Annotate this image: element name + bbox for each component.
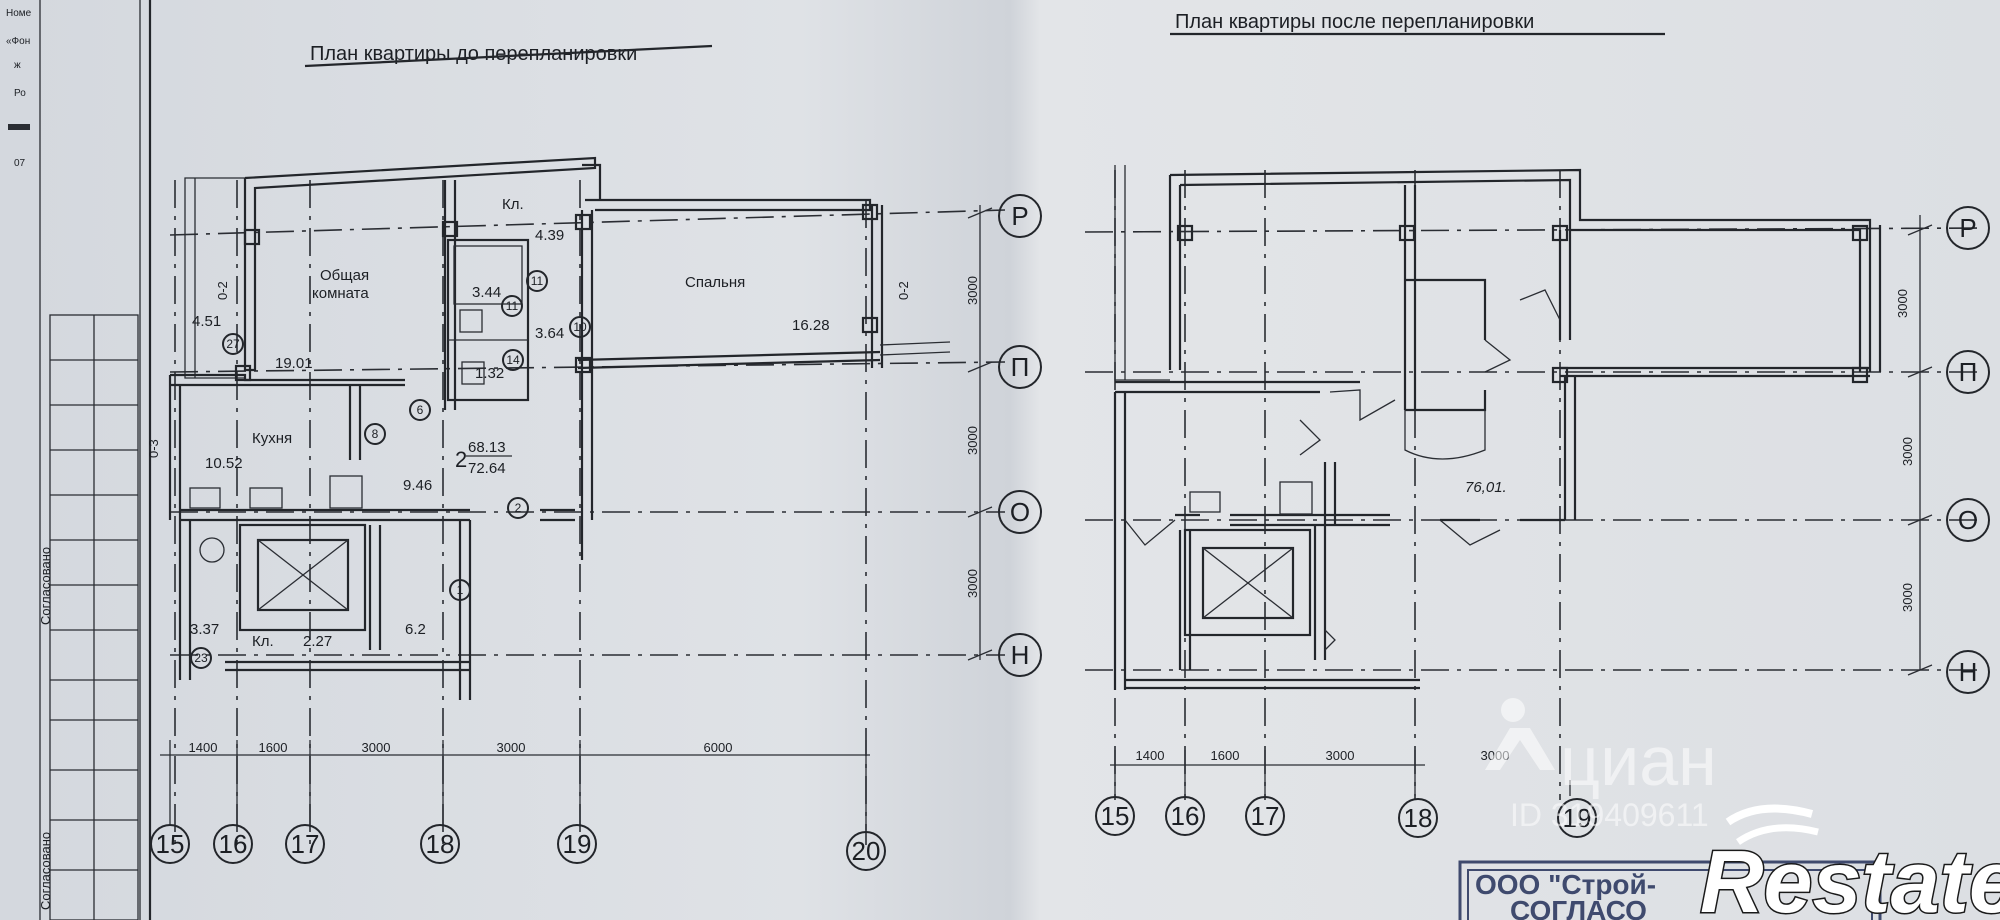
room-pantry-top-area: 4.39 <box>535 227 564 244</box>
room-common-2: комната <box>312 285 369 302</box>
door-mark-6: 6 <box>417 403 424 417</box>
margin-note-5: 07 <box>14 158 26 169</box>
col-axis-15: 15 <box>156 829 185 859</box>
col2-axis-18: 18 <box>1404 803 1433 833</box>
col2-axis-17: 17 <box>1251 801 1280 831</box>
door-mark-11b: 11 <box>506 299 519 313</box>
wall-mark-2: 0-2 <box>896 281 911 300</box>
row2-axis-N: Н <box>1959 657 1978 687</box>
room-common-area: 19.01 <box>275 355 313 372</box>
wall-mark-3: 0-3 <box>146 439 161 458</box>
door-mark-27: 27 <box>226 337 240 351</box>
margin-note-4: Ро <box>14 88 26 99</box>
vdim-1: 3000 <box>965 276 980 305</box>
room-bath-area: 3.44 <box>472 284 501 301</box>
door-mark-2: 2 <box>515 501 522 515</box>
stamp-line-2: СОГЛАСО <box>1510 895 1647 920</box>
restate-logo: Restate <box>1699 804 2000 920</box>
row2-axis-P: П <box>1959 357 1978 387</box>
handwritten-area: 76,01. <box>1465 479 1507 496</box>
stamp-line-1: ООО "Строй- <box>1475 869 1656 900</box>
dim-3000b: 3000 <box>497 740 526 755</box>
col-axis-17: 17 <box>291 829 320 859</box>
row2-axis-R: Р <box>1959 213 1976 243</box>
col-axis-19: 19 <box>563 829 592 859</box>
cian-logo-icon <box>1485 698 1555 770</box>
margin-note-2: «Фон <box>6 36 30 47</box>
dim-1400: 1400 <box>189 740 218 755</box>
plan-before: План квартиры до перепланировки <box>146 43 1042 871</box>
wall-mark-1: 0-2 <box>215 281 230 300</box>
vdim-2: 3000 <box>965 426 980 455</box>
vdim-3: 3000 <box>965 569 980 598</box>
dim-6000: 6000 <box>704 740 733 755</box>
col-axis-20: 20 <box>852 836 881 866</box>
door-mark-14: 14 <box>506 353 520 367</box>
door-mark-11a: 11 <box>531 274 544 288</box>
room-bedroom-area: 16.28 <box>792 317 830 334</box>
dim2-3000a: 3000 <box>1326 748 1355 763</box>
room-common-1: Общая <box>320 267 369 284</box>
dim2-1600: 1600 <box>1211 748 1240 763</box>
col-axis-16: 16 <box>219 829 248 859</box>
row-axis-N: Н <box>1011 640 1030 670</box>
logo-swoosh-icon <box>1725 804 1814 826</box>
door-mark-1: 1 <box>457 583 464 597</box>
door-mark-23: 23 <box>194 651 208 665</box>
dim2-1400: 1400 <box>1136 748 1165 763</box>
row-axis-R: Р <box>1011 201 1028 231</box>
door-mark-8: 8 <box>372 427 379 441</box>
col2-axis-19: 19 <box>1563 803 1592 833</box>
room-wc-area: 1.32 <box>475 365 504 382</box>
area-total: 72.64 <box>468 460 506 477</box>
row-axis-O: О <box>1010 497 1030 527</box>
agreed-label-2: Согласовано <box>38 832 53 910</box>
room-lobby-area: 3.37 <box>190 621 219 638</box>
margin-note-3: ж <box>14 60 21 71</box>
room-kitchen: Кухня <box>252 430 292 447</box>
vdim2-3: 3000 <box>1900 583 1915 612</box>
left-margin: Номе «Фон ж Ро 07 Согласовано Согласован… <box>6 0 152 920</box>
room-bedroom: Спальня <box>685 274 745 291</box>
apartment-number: 2 <box>455 447 467 472</box>
col2-axis-15: 15 <box>1101 801 1130 831</box>
room-corridor-area: 9.46 <box>403 477 432 494</box>
room-pantry-top: Кл. <box>502 196 524 213</box>
col-axis-18: 18 <box>426 829 455 859</box>
area-living: 68.13 <box>468 439 506 456</box>
cian-brand: циан <box>1560 722 1717 800</box>
margin-note-1: Номе <box>6 8 32 19</box>
cian-watermark: циан ID 319409611 <box>1485 698 1717 833</box>
dim-1600: 1600 <box>259 740 288 755</box>
room-kitchen-area: 10.52 <box>205 455 243 472</box>
plan-after: План квартиры после перепланировки <box>1084 11 1990 838</box>
cian-id: ID 319409611 <box>1510 797 1709 833</box>
approval-stamp: ООО "Строй- СОГЛАСО <box>1458 860 1882 920</box>
plan-before-title: План квартиры до перепланировки <box>310 43 637 65</box>
col2-axis-16: 16 <box>1171 801 1200 831</box>
room-entry-area: 6.2 <box>405 621 426 638</box>
room-balcony-area: 4.51 <box>192 313 221 330</box>
dim-3000a: 3000 <box>362 740 391 755</box>
agreed-label-1: Согласовано <box>38 547 53 625</box>
room-pantry-bottom-area: 2.27 <box>303 633 332 650</box>
vdim2-1: 3000 <box>1895 289 1910 318</box>
restate-logo-text: Restate <box>1700 832 2000 920</box>
room-pantry-bottom: Кл. <box>252 633 274 650</box>
door-mark-10: 10 <box>573 320 587 334</box>
row2-axis-O: О <box>1958 505 1978 535</box>
plan-after-title: План квартиры после перепланировки <box>1175 11 1534 33</box>
room-hall-area: 3.64 <box>535 325 564 342</box>
row-axis-P: П <box>1011 352 1030 382</box>
vdim2-2: 3000 <box>1900 437 1915 466</box>
